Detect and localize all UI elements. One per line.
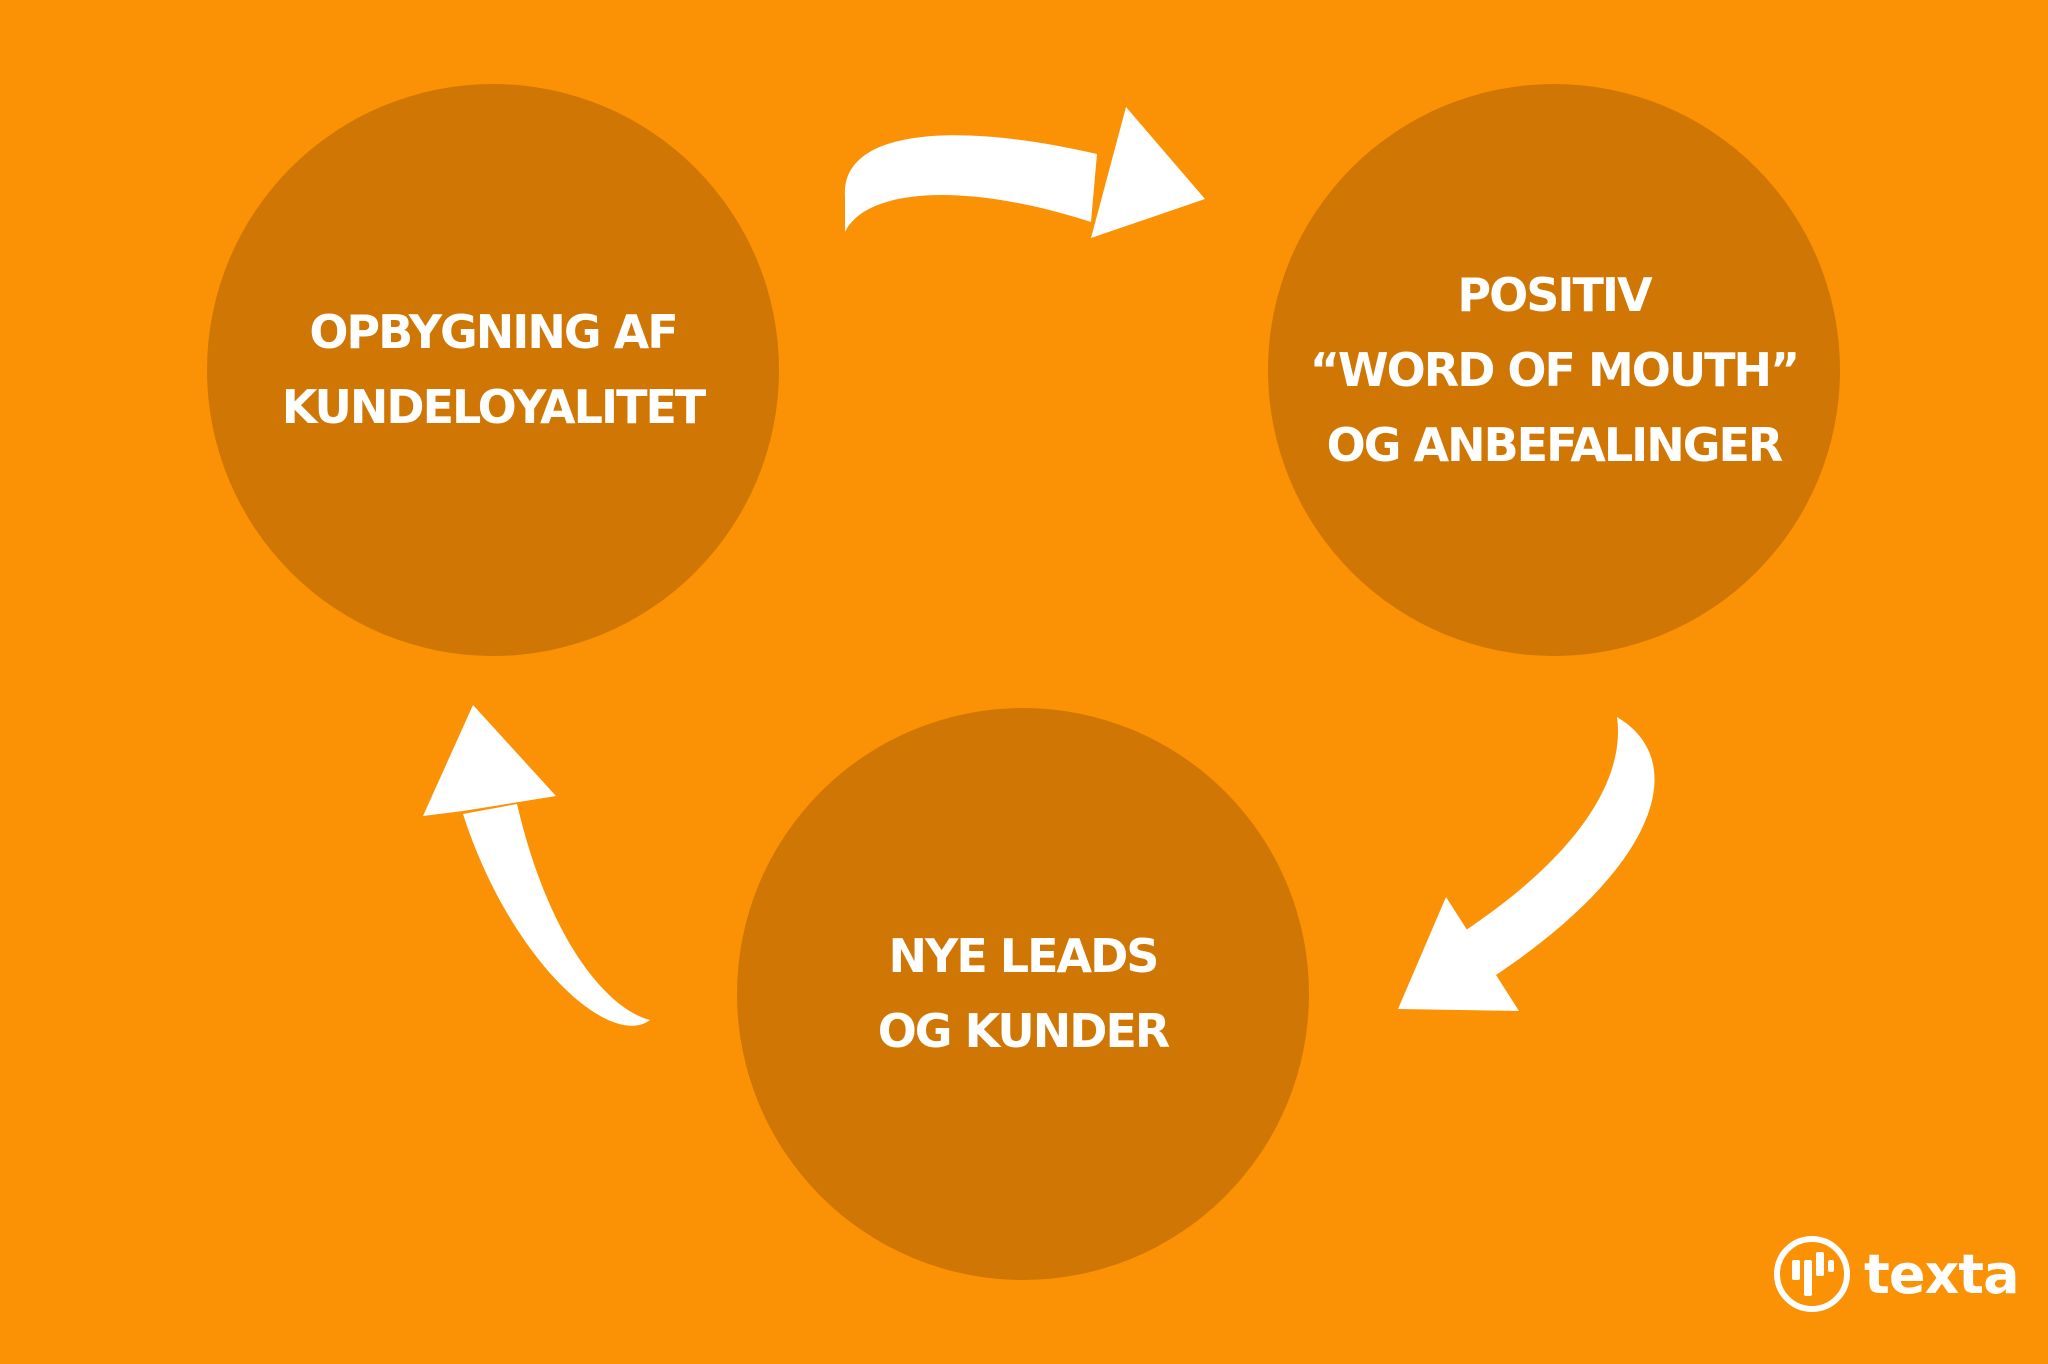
arrow-2-to-3-head [1398,897,1519,1011]
cycle-node-customer-loyalty: OPBYGNING AF KUNDELOYALITET [207,84,779,656]
node-label-line: NYE LEADS [888,929,1160,983]
node-label-line: OPBYGNING AF [309,305,678,359]
arrow-1-to-2-head [1091,107,1205,238]
brand-name: texta [1864,1242,2020,1306]
node-label-line: “WORD OF MOUTH” [1309,342,1801,397]
cycle-node-new-leads: NYE LEADS OG KUNDER [737,708,1309,1280]
node-label-line: KUNDELOYALITET [281,380,707,434]
arrow-3-to-1 [463,804,650,1026]
arrow-3-to-1-head [423,705,556,816]
cycle-node-word-of-mouth: POSITIV “WORD OF MOUTH” OG ANBEFALINGER [1268,84,1840,656]
texta-logo: texta [1772,1234,2020,1314]
arrow-1-to-2 [844,135,1097,232]
node-label-line: POSITIV [1457,267,1652,322]
node-label-line: OG ANBEFALINGER [1326,417,1784,472]
node-label-line: OG KUNDER [877,1004,1171,1058]
arrow-2-to-3 [1466,717,1655,975]
texta-logo-icon [1774,1236,1850,1312]
